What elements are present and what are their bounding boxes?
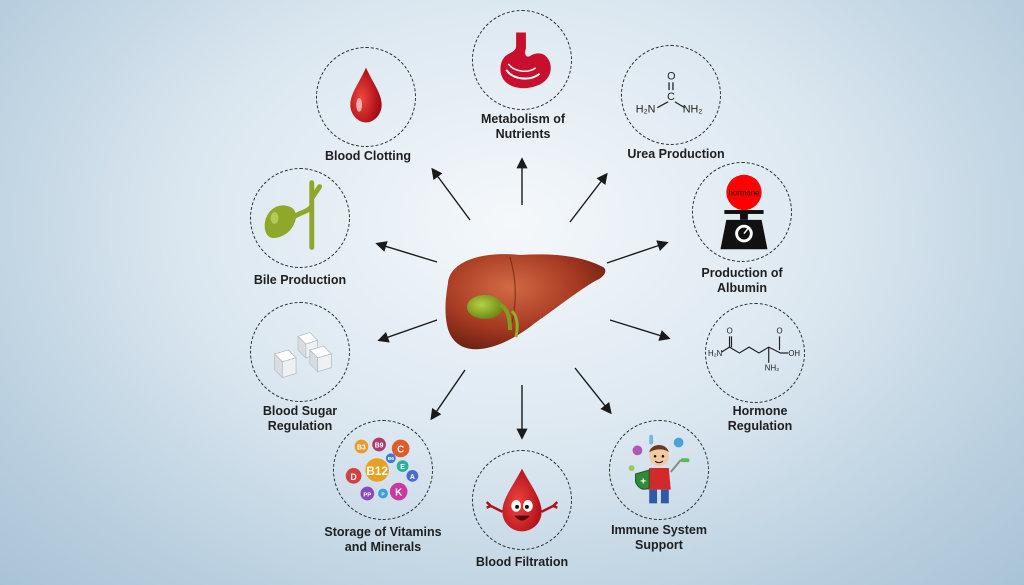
hormone-text: hormone bbox=[729, 188, 760, 197]
gln-o1: O bbox=[727, 326, 733, 335]
svg-text:B9: B9 bbox=[375, 442, 384, 449]
blood-drop-icon bbox=[350, 67, 382, 123]
label-immune: Immune System Support bbox=[611, 523, 707, 552]
gln-oh: OH bbox=[788, 349, 800, 358]
arrow-sugar bbox=[377, 319, 438, 343]
svg-text:+: + bbox=[640, 477, 646, 488]
child-with-shield-icon: + bbox=[628, 434, 690, 504]
arrow-hormone bbox=[609, 319, 671, 341]
label-blood-clotting: Blood Clotting bbox=[324, 149, 412, 163]
arrow-bile bbox=[375, 241, 438, 263]
hormone-scale-icon: hormone bbox=[720, 174, 768, 250]
urea-nh2: NH₂ bbox=[683, 104, 703, 116]
node-blood-clotting bbox=[316, 47, 416, 147]
liver-icon bbox=[445, 254, 606, 350]
arrow-immune bbox=[574, 367, 612, 415]
svg-text:E: E bbox=[400, 464, 405, 471]
svg-text:A: A bbox=[410, 474, 415, 481]
svg-text:D: D bbox=[350, 472, 356, 482]
node-hormone: O O H₂N OH NH₂ bbox=[705, 303, 805, 403]
arrow-urea bbox=[569, 172, 608, 223]
urea-molecule-icon: O C H₂N NH₂ bbox=[636, 70, 703, 116]
svg-text:PP: PP bbox=[363, 492, 371, 498]
node-bile bbox=[250, 168, 350, 268]
node-immune: + bbox=[609, 420, 709, 520]
gallbladder-icon bbox=[264, 180, 323, 250]
svg-text:B12: B12 bbox=[366, 465, 388, 478]
node-filtration bbox=[472, 450, 572, 550]
label-metabolism: Metabolism of Nutrients bbox=[480, 112, 566, 141]
label-albumin: Production of Albumin bbox=[701, 266, 783, 295]
node-vitamins: B3 B9 C B6 D B12 E PP K A P bbox=[333, 420, 433, 520]
svg-text:C: C bbox=[397, 444, 404, 455]
node-metabolism bbox=[472, 10, 572, 110]
node-albumin: hormone bbox=[692, 162, 792, 262]
svg-text:K: K bbox=[395, 487, 402, 498]
urea-h2n: H₂N bbox=[636, 104, 656, 116]
gln-o2: O bbox=[777, 326, 783, 335]
label-vitamins: Storage of Vitamins and Minerals bbox=[324, 525, 442, 554]
label-urea: Urea Production bbox=[627, 147, 725, 161]
urea-c: C bbox=[667, 91, 675, 103]
blood-drop-character-icon bbox=[485, 468, 559, 532]
node-sugar bbox=[250, 302, 350, 402]
svg-text:B3: B3 bbox=[357, 444, 366, 451]
arrow-blood-clotting bbox=[431, 167, 471, 221]
node-urea: O C H₂N NH₂ bbox=[621, 45, 721, 145]
label-hormone: Hormone Regulation bbox=[727, 404, 793, 433]
sugar-cubes-icon bbox=[273, 331, 333, 379]
germ-icons bbox=[628, 434, 690, 471]
amino-acid-molecule-icon: O O H₂N OH NH₂ bbox=[708, 326, 800, 373]
gln-nh2: NH₂ bbox=[765, 364, 779, 373]
vitamins-icon: B3 B9 C B6 D B12 E PP K A P bbox=[345, 437, 419, 501]
arrow-vitamins bbox=[430, 369, 466, 421]
urea-o: O bbox=[667, 70, 675, 82]
svg-text:P: P bbox=[381, 491, 385, 497]
gln-h2n: H₂N bbox=[708, 349, 723, 358]
label-bile: Bile Production bbox=[253, 273, 347, 287]
stomach-icon bbox=[500, 32, 551, 89]
svg-text:B6: B6 bbox=[388, 456, 395, 462]
label-filtration: Blood Filtration bbox=[475, 555, 569, 569]
label-sugar: Blood Sugar Regulation bbox=[262, 404, 338, 433]
arrow-albumin bbox=[606, 240, 669, 264]
